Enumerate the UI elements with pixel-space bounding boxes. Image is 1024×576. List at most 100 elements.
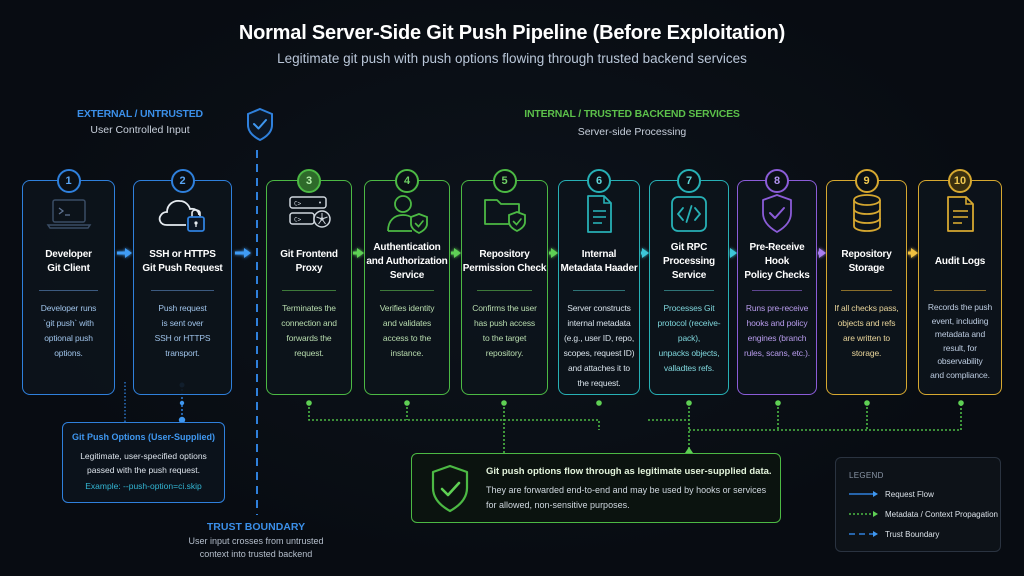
legend-label: Trust Boundary bbox=[885, 529, 940, 539]
divider bbox=[151, 290, 214, 291]
push-options-note: Git push options flow through as legitim… bbox=[411, 453, 781, 523]
step-title: Repository Permission Check bbox=[462, 249, 547, 274]
metadata-arrowhead bbox=[685, 447, 693, 453]
flow-arrow-9-10 bbox=[908, 248, 918, 258]
step-number-badge: 4 bbox=[395, 169, 419, 193]
step-number-badge: 8 bbox=[765, 169, 789, 193]
dashed-arrow-icon bbox=[849, 531, 878, 537]
step-number-badge: 5 bbox=[492, 169, 517, 193]
shield-check-icon bbox=[738, 191, 816, 237]
step-description: Server constructs internal metadata (e.g… bbox=[563, 303, 635, 388]
step-description: Terminates the connection and forwards t… bbox=[281, 303, 337, 358]
pipeline-step-internal-metadata-header[interactable]: 6 Internal Metadata Haader Server constr… bbox=[558, 169, 640, 395]
step-number-badge: 6 bbox=[587, 169, 611, 193]
metadata-dots bbox=[306, 400, 964, 406]
pipeline-step-git-rpc-processing[interactable]: 7 Git RPC Processing Service Processes G… bbox=[649, 169, 729, 395]
pipeline-step-audit-logs[interactable]: 10 Audit Logs Records the push event, in… bbox=[918, 169, 1002, 395]
divider bbox=[933, 290, 987, 291]
folder-shield-icon bbox=[462, 191, 547, 237]
step-description: Developer runs `git push` with optional … bbox=[40, 303, 97, 358]
step-title: Audit Logs bbox=[934, 256, 986, 267]
dotted-arrow-icon bbox=[849, 511, 878, 517]
page-title: Normal Server-Side Git Push Pipeline (Be… bbox=[238, 22, 786, 44]
trust-boundary-label: TRUST BOUNDARY bbox=[206, 521, 306, 533]
step-description: Confirms the user has push access to the… bbox=[472, 303, 537, 358]
flow-arrow-2-3 bbox=[235, 248, 251, 258]
code-icon bbox=[650, 191, 728, 237]
log-document-icon bbox=[919, 191, 1001, 237]
push-options-example: Example: --push-option=ci.skip bbox=[85, 481, 202, 491]
step-title: Repository Storage bbox=[841, 249, 892, 274]
external-zone-label: EXTERNAL / UNTRUSTED bbox=[77, 108, 203, 120]
external-zone-sublabel: User Controlled Input bbox=[90, 124, 190, 136]
divider bbox=[664, 290, 714, 291]
step-title: Pre-Receive Hook Policy Checks bbox=[744, 242, 810, 281]
user-shield-icon bbox=[365, 191, 449, 237]
pipeline-step-pre-receive-hook[interactable]: 8 Pre-Receive Hook Policy Checks Runs pr… bbox=[737, 169, 817, 395]
internal-zone-sublabel: Server-side Processing bbox=[577, 126, 687, 138]
step-title: Developer Git Client bbox=[45, 249, 92, 274]
step-number-badge: 10 bbox=[948, 169, 972, 193]
note-title: Git push options flow through as legitim… bbox=[486, 466, 772, 477]
divider bbox=[752, 290, 802, 291]
legend: LEGEND Request Flow Metadata / Context P… bbox=[835, 457, 1001, 552]
legend-label: Metadata / Context Propagation bbox=[885, 509, 998, 519]
flow-arrow-1-2 bbox=[117, 248, 132, 258]
step-title: Internal Metadata Haader bbox=[560, 249, 638, 274]
step-description: Push request is sent over SSH or HTTPS t… bbox=[154, 303, 211, 358]
step-description: Processes Git protocol (receive-pack), u… bbox=[657, 303, 721, 373]
legend-item-request-flow: Request Flow bbox=[849, 488, 934, 500]
metadata-propagation-lines bbox=[308, 403, 962, 453]
divider bbox=[282, 290, 336, 291]
page-subtitle: Legitimate git push with push options fl… bbox=[277, 51, 747, 66]
solid-arrow-icon bbox=[849, 491, 878, 497]
flow-arrow-4-5 bbox=[451, 248, 461, 258]
pipeline-step-git-frontend-proxy[interactable]: 3 C> C> Git Frontend Proxy Terminates the… bbox=[266, 169, 352, 395]
note-description: They are forwarded end-to-end and may be… bbox=[486, 485, 767, 510]
svg-text:C>: C> bbox=[294, 217, 302, 224]
legend-label: Request Flow bbox=[885, 489, 934, 499]
flow-arrow-7-8 bbox=[730, 248, 737, 258]
internal-zone-label: INTERNAL / TRUSTED BACKEND SERVICES bbox=[524, 108, 740, 120]
push-options-description: Legitimate, user-specified options passe… bbox=[80, 451, 207, 475]
svg-text:C>: C> bbox=[294, 201, 302, 208]
pipeline-step-repository-storage[interactable]: 9 Repository Storage If all checks pass,… bbox=[826, 169, 907, 395]
flow-arrow-5-6 bbox=[549, 248, 558, 258]
divider bbox=[841, 290, 892, 291]
step-title: Authentication and Authorization Service bbox=[366, 242, 448, 281]
divider bbox=[477, 290, 532, 291]
push-options-panel: Git Push Options (User-Supplied) Legitim… bbox=[62, 422, 225, 503]
cloud-lock-icon bbox=[134, 191, 231, 237]
step-description: Runs pre-receive hooks and policy engine… bbox=[744, 303, 810, 358]
step-description: Records the push event, including metada… bbox=[927, 302, 993, 380]
options-link-dot bbox=[179, 400, 185, 406]
shield-check-icon bbox=[428, 463, 472, 520]
divider bbox=[39, 290, 98, 291]
options-link-dot bbox=[178, 416, 186, 424]
step-number-badge: 2 bbox=[170, 169, 195, 193]
step-title: Git Frontend Proxy bbox=[280, 249, 338, 274]
step-number-badge: 9 bbox=[854, 169, 879, 193]
step-title: Git RPC Processing Service bbox=[663, 242, 715, 281]
flow-arrow-6-7 bbox=[641, 248, 649, 258]
divider bbox=[380, 290, 434, 291]
step-number-badge: 3 bbox=[297, 169, 321, 193]
flow-arrow-3-4 bbox=[353, 248, 364, 258]
step-description: If all checks pass, objects and refs are… bbox=[834, 303, 899, 358]
pipeline-step-developer-git-client[interactable]: 1 Developer Git Client Developer runs `g… bbox=[22, 169, 115, 395]
document-icon bbox=[559, 191, 639, 237]
trust-boundary-description: User input crosses from untrusted contex… bbox=[188, 536, 324, 559]
server-proxy-icon: C> C> bbox=[267, 191, 351, 237]
step-title: SSH or HTTPS Git Push Request bbox=[142, 249, 223, 274]
pipeline-step-ssh-https-request[interactable]: 2 SSH or HTTPS Git Push Request Push req… bbox=[133, 169, 232, 395]
laptop-terminal-icon bbox=[23, 191, 114, 237]
pipeline-step-repository-permission-check[interactable]: 5 Repository Permission Check Confirms t… bbox=[461, 169, 548, 395]
pipeline-step-authentication-authorization[interactable]: 4 Authentication and Authorization Servi… bbox=[364, 169, 450, 395]
trust-boundary-shield-icon bbox=[247, 107, 273, 142]
step-number-badge: 7 bbox=[677, 169, 701, 193]
flow-arrow-8-9 bbox=[818, 248, 826, 258]
divider bbox=[573, 290, 625, 291]
step-description: Verifies identity and validates access t… bbox=[379, 303, 435, 358]
database-icon bbox=[827, 191, 906, 237]
